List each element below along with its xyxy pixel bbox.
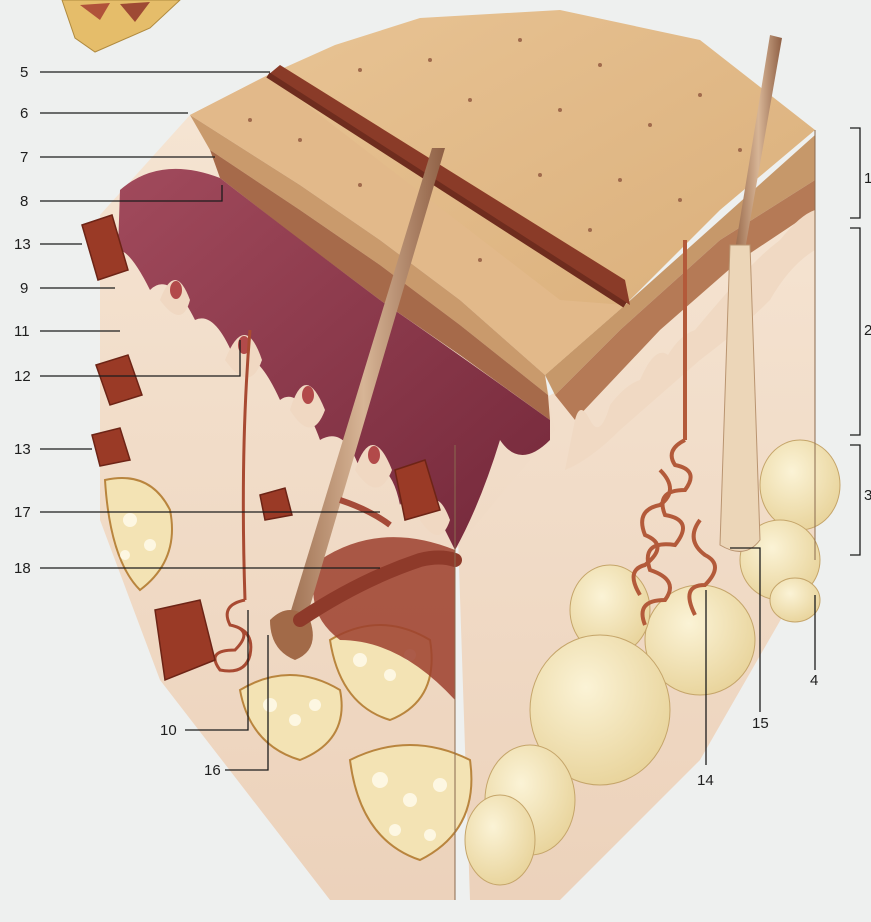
label-9: 9 — [20, 280, 28, 297]
label-6: 6 — [20, 105, 28, 122]
label-13a: 13 — [14, 236, 31, 253]
label-15: 15 — [752, 715, 769, 732]
label-11: 11 — [14, 323, 30, 340]
layer-brackets — [850, 128, 860, 555]
label-8: 8 — [20, 193, 28, 210]
label-5: 5 — [20, 64, 28, 81]
label-4: 4 — [810, 672, 818, 689]
label-13b: 13 — [14, 441, 31, 458]
corner-thumbnail — [62, 0, 180, 52]
label-14: 14 — [697, 772, 714, 789]
label-3: 3 — [864, 487, 871, 504]
label-10: 10 — [160, 722, 177, 739]
label-7: 7 — [20, 149, 28, 166]
label-16: 16 — [204, 762, 221, 779]
label-18: 18 — [14, 560, 31, 577]
label-17: 17 — [14, 504, 31, 521]
label-2: 2 — [864, 322, 871, 339]
label-1: 1 — [864, 170, 871, 187]
label-12: 12 — [14, 368, 31, 385]
